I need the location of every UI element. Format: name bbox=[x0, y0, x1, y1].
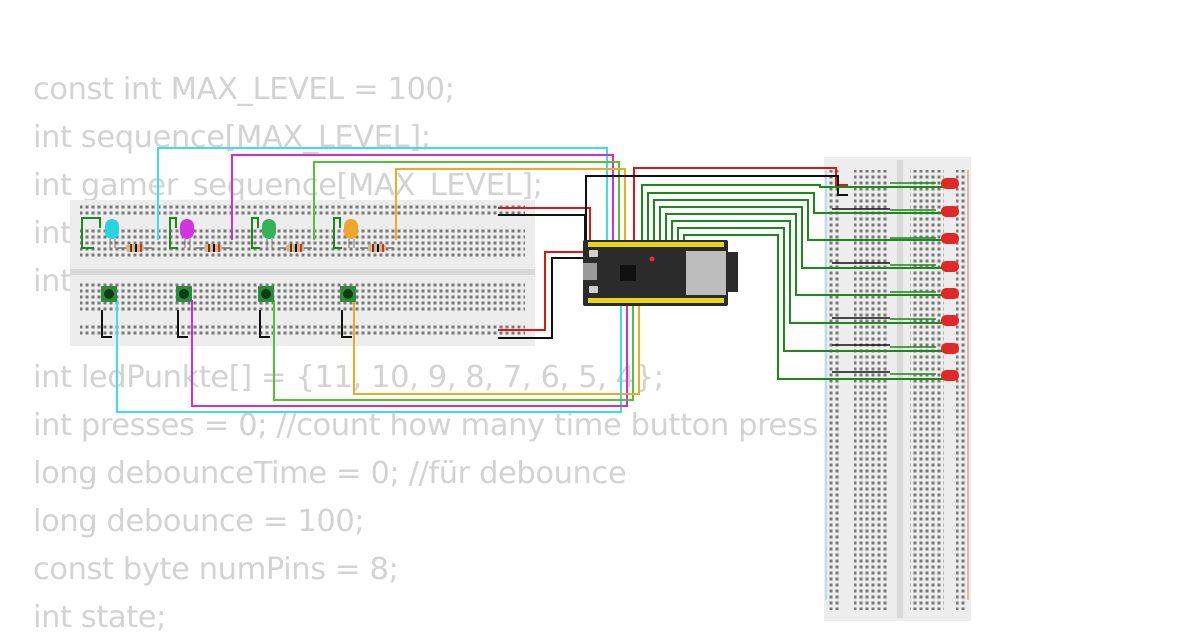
terminal-strip-bottom bbox=[80, 283, 525, 313]
code-line: const byte numPins = 8; bbox=[33, 552, 399, 587]
led-icon[interactable] bbox=[105, 219, 119, 248]
code-line: int sequence[MAX_LEVEL]; bbox=[33, 120, 431, 155]
ground-wires-buttons[interactable] bbox=[101, 310, 352, 338]
breadboard-right[interactable] bbox=[824, 157, 971, 621]
resistor[interactable] bbox=[196, 244, 230, 252]
power-wires-right[interactable] bbox=[585, 167, 848, 240]
power-rail-bottom bbox=[80, 325, 525, 337]
wire-cyan-led[interactable] bbox=[157, 147, 608, 250]
code-line: const int MAX_LEVEL = 100; bbox=[33, 72, 455, 107]
pushbutton-icon[interactable] bbox=[101, 286, 117, 302]
wire-green-button[interactable] bbox=[273, 300, 634, 401]
esp32-s3-devkit-icon[interactable] bbox=[583, 240, 738, 306]
antenna-icon bbox=[726, 252, 738, 292]
resistor[interactable] bbox=[360, 244, 394, 252]
wifi-module-icon bbox=[686, 251, 726, 295]
led-icon[interactable] bbox=[941, 261, 959, 272]
center-channel bbox=[70, 269, 535, 275]
resistor[interactable] bbox=[118, 244, 152, 252]
led-icon[interactable] bbox=[941, 233, 959, 244]
resistors[interactable] bbox=[118, 244, 394, 252]
wire-magenta-led[interactable] bbox=[231, 154, 614, 250]
pin-header-bottom bbox=[588, 298, 724, 303]
power-rail-left bbox=[829, 170, 839, 610]
power-led-icon bbox=[649, 256, 655, 262]
code-line: long debounce = 100; bbox=[33, 504, 365, 539]
ground-wires-right[interactable] bbox=[832, 208, 890, 373]
boot-button-icon[interactable] bbox=[589, 286, 598, 293]
code-line: int state; bbox=[33, 600, 166, 635]
led-icon[interactable] bbox=[941, 288, 959, 299]
wire-cyan-button[interactable] bbox=[116, 300, 622, 413]
pushbutton-icon[interactable] bbox=[176, 286, 192, 302]
power-rail-top bbox=[80, 205, 525, 215]
reset-button-icon[interactable] bbox=[589, 250, 598, 257]
led-ground-leads-right[interactable] bbox=[890, 182, 936, 375]
led-ground-wires[interactable] bbox=[81, 217, 342, 249]
led-icon[interactable] bbox=[941, 178, 959, 189]
usb-port-icon bbox=[583, 263, 597, 280]
pushbutton-icon[interactable] bbox=[258, 286, 274, 302]
code-line: int bbox=[33, 264, 72, 299]
breadboard-left[interactable] bbox=[70, 200, 535, 346]
center-channel-vertical bbox=[897, 160, 903, 618]
led-icon[interactable] bbox=[941, 206, 959, 217]
led-icon[interactable] bbox=[262, 219, 276, 248]
code-line: int bbox=[33, 216, 72, 251]
led-icon[interactable] bbox=[941, 315, 959, 326]
led-icon[interactable] bbox=[180, 219, 194, 248]
terminal-strip-left bbox=[854, 170, 888, 610]
chip-icon bbox=[620, 265, 636, 281]
led-icon[interactable] bbox=[344, 219, 358, 248]
power-rail-right bbox=[956, 170, 966, 610]
code-line: int presses = 0; //count how many time b… bbox=[33, 408, 818, 443]
terminal-strip-right bbox=[910, 170, 944, 610]
wire-orange-button[interactable] bbox=[353, 300, 640, 395]
wire-orange-led[interactable] bbox=[395, 168, 626, 250]
wire-green-led[interactable] bbox=[313, 161, 620, 250]
led-icon[interactable] bbox=[941, 343, 959, 354]
terminal-strip-top bbox=[80, 228, 525, 258]
code-line: long debounceTime = 0; //für debounce bbox=[33, 456, 627, 491]
wires-to-red-leds[interactable] bbox=[641, 184, 945, 380]
signal-wires[interactable] bbox=[116, 147, 640, 413]
pushbutton-icon[interactable] bbox=[340, 286, 356, 302]
pin-header-top bbox=[588, 242, 724, 247]
resistor[interactable] bbox=[278, 244, 312, 252]
wire-magenta-button[interactable] bbox=[191, 300, 628, 407]
led-icon[interactable] bbox=[941, 370, 959, 381]
